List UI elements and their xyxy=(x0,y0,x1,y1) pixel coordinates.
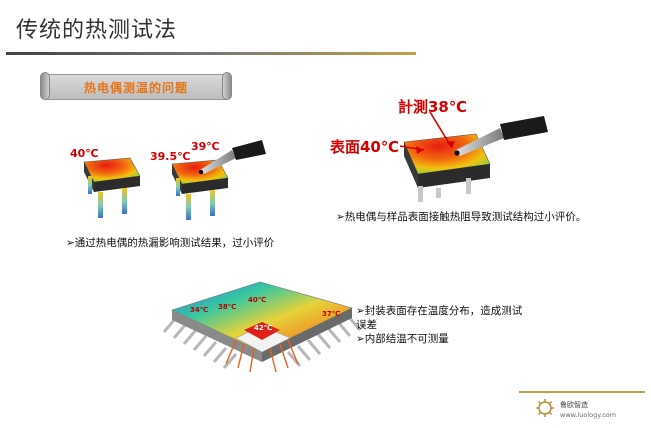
bottom-note-1b: 误差 xyxy=(356,319,377,331)
banner-body xyxy=(46,74,228,100)
chip-one xyxy=(83,157,141,218)
section-banner: 热电偶测温的问题 xyxy=(40,72,232,100)
pkg-temp-3: 40℃ xyxy=(248,296,267,304)
chip-one-temp: 40℃ xyxy=(70,147,99,160)
chip-two-temp-surface: 39.5℃ xyxy=(150,150,191,163)
logo-url: www.luology.com xyxy=(560,411,617,419)
title-divider xyxy=(6,52,416,55)
logo-name: 鲁欧智造 xyxy=(560,401,588,409)
measured-temp-label: 計測38℃ xyxy=(398,98,468,116)
banner-curl-left xyxy=(40,72,50,100)
pkg-temp-4: 42℃ xyxy=(254,324,273,332)
bottom-note-2: ➢内部结温不可测量 xyxy=(356,333,449,345)
page-title: 传统的热测试法 xyxy=(16,18,178,43)
pkg-temp-2: 38℃ xyxy=(218,303,237,311)
banner-curl-right xyxy=(222,72,232,100)
bottom-note-1: ➢封装表面存在温度分布，造成测试 xyxy=(356,305,523,317)
logo-divider xyxy=(519,391,645,393)
logo-icon xyxy=(536,399,554,417)
chip-two-temp-probe: 39℃ xyxy=(191,140,220,153)
banner-label: 热电偶测温的问题 xyxy=(83,81,188,95)
pkg-temp-1: 34℃ xyxy=(190,306,209,314)
large-chip xyxy=(403,116,548,202)
pkg-temp-5: 37℃ xyxy=(322,310,341,318)
chip-two xyxy=(171,140,266,220)
surface-temp-label: 表面40℃ xyxy=(330,138,400,156)
qfp-package xyxy=(162,281,362,373)
annotation-arrows xyxy=(399,111,455,154)
left-note: ➢通过热电偶的热漏影响测试结果，过小评价 xyxy=(66,237,275,249)
right-note: ➢热电偶与样品表面接触热阻导致测试结构过小评价。 xyxy=(336,211,587,223)
